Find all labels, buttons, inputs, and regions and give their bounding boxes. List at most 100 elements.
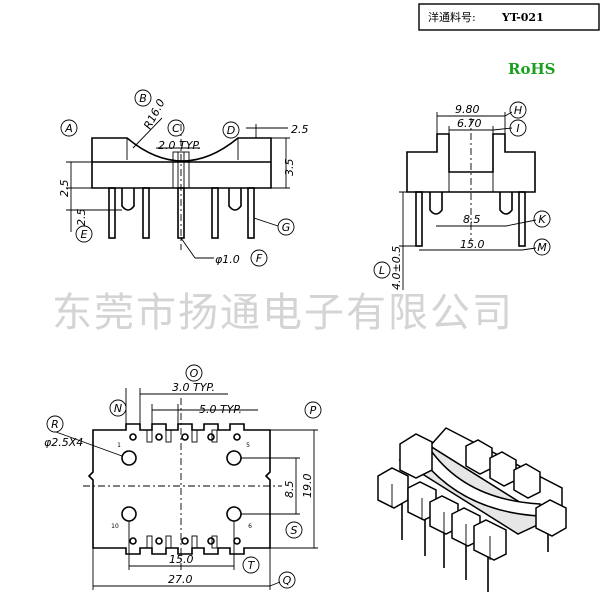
large-hole-3 xyxy=(121,506,137,522)
pin-hole-3 xyxy=(181,433,189,441)
bottom-notch-1 xyxy=(146,429,153,443)
outer-width-label: 9.80 xyxy=(455,103,480,116)
pin-length-label: 4.0±0.5 xyxy=(390,246,403,290)
pin-number-1: 1 xyxy=(117,442,121,449)
pin-hole-7 xyxy=(155,537,163,545)
svg-text:A: A xyxy=(64,122,73,135)
svg-text:I: I xyxy=(516,122,519,135)
callout-g: G xyxy=(277,218,295,236)
pin-spacing-label: 8.5 xyxy=(463,213,481,226)
callout-k: K xyxy=(533,210,551,228)
part-label: 洋通料号: xyxy=(428,10,476,24)
callout-t: T xyxy=(242,556,260,574)
side-left-peg xyxy=(429,192,443,215)
left-upper-label: 2.5 xyxy=(58,180,71,198)
rohs-mark: RoHS xyxy=(508,60,555,78)
svg-text:P: P xyxy=(310,404,317,417)
front-body-outline xyxy=(91,137,272,189)
width-label: 27.0 xyxy=(168,573,193,586)
svg-text:R: R xyxy=(51,418,59,431)
callout-b: B xyxy=(134,89,152,107)
pin-hole-4 xyxy=(207,433,215,441)
pin-number-6: 6 xyxy=(248,523,252,530)
large-hole-2 xyxy=(226,450,242,466)
iso-right-flange xyxy=(535,499,567,537)
isometric-view xyxy=(377,427,567,592)
iso-front-block-1 xyxy=(377,467,409,509)
side-right-peg xyxy=(499,192,513,215)
pin-hole-8 xyxy=(181,537,189,545)
pin-number-5: 5 xyxy=(246,442,250,449)
pin-hole-5 xyxy=(233,433,241,441)
front-pin-leader xyxy=(180,237,196,259)
hole-label: φ2.5X4 xyxy=(44,436,83,449)
left-lower-label: 2.5 xyxy=(75,209,88,227)
bottom-notch-5 xyxy=(146,535,153,549)
front-right-peg xyxy=(228,188,242,211)
svg-text:O: O xyxy=(190,367,199,380)
top-step-label: 2.5 xyxy=(291,123,309,136)
svg-text:L: L xyxy=(379,264,385,277)
front-pin-5 xyxy=(247,187,255,239)
height-label: 19.0 xyxy=(301,474,314,499)
side-k-leader xyxy=(505,219,537,227)
svg-text:D: D xyxy=(227,124,235,137)
part-number: YT-021 xyxy=(501,11,544,24)
pin-hole-10 xyxy=(233,537,241,545)
svg-text:T: T xyxy=(248,559,256,572)
front-left-peg xyxy=(121,188,135,211)
callout-a: A xyxy=(60,119,78,137)
svg-text:K: K xyxy=(538,213,546,226)
bottom-q-leader xyxy=(269,581,281,587)
callout-h: H xyxy=(509,101,527,119)
bottom-notch-7 xyxy=(191,535,198,549)
side-pin-left xyxy=(415,191,423,247)
side-pin-right xyxy=(518,191,526,247)
svg-text:F: F xyxy=(256,252,263,265)
svg-text:E: E xyxy=(81,228,88,241)
bottom-view: 1 5 10 6 3.0 TYP. 5.0 TYP. φ2.5X4 8.5 xyxy=(44,364,322,590)
slot-label: 2.0 TYP. xyxy=(158,139,201,152)
callout-s: S xyxy=(285,521,303,539)
iso-back-block-3 xyxy=(513,463,541,499)
callout-o: O xyxy=(185,364,203,382)
svg-text:M: M xyxy=(537,241,547,254)
slot-width-label: 3.0 TYP. xyxy=(172,381,215,394)
bottom-notch-3 xyxy=(191,429,198,443)
flange-height-label: 3.5 xyxy=(283,159,296,177)
bottom-notch-6 xyxy=(165,535,172,549)
front-pin-1 xyxy=(108,187,116,239)
front-g-leader xyxy=(253,217,279,227)
large-hole-4 xyxy=(226,506,242,522)
callout-f: F xyxy=(250,249,268,267)
side-i-leader xyxy=(492,127,513,131)
callout-r: R xyxy=(46,415,64,433)
base-width-label: 15.0 xyxy=(460,238,485,251)
pin-hole-9 xyxy=(207,537,215,545)
bottom-notch-8 xyxy=(211,535,218,549)
front-pin-2 xyxy=(142,187,150,239)
front-radius-leader xyxy=(132,117,163,149)
svg-text:N: N xyxy=(114,402,122,415)
svg-text:S: S xyxy=(291,524,298,537)
svg-text:C: C xyxy=(172,122,180,135)
pin-diameter-label: φ1.0 xyxy=(215,253,240,266)
pin-hole-1 xyxy=(129,433,137,441)
pin-hole-6 xyxy=(129,537,137,545)
header: 洋通料号: YT-021 RoHS xyxy=(418,3,600,78)
company-watermark: 东莞市扬通电子有限公司 xyxy=(52,290,514,336)
hole-spacing-v-label: 8.5 xyxy=(283,481,296,499)
callout-p: P xyxy=(304,401,322,419)
large-hole-1 xyxy=(121,450,137,466)
svg-text:H: H xyxy=(514,104,522,117)
callout-q: Q xyxy=(278,571,296,589)
hole-spacing-h-label: 15.0 xyxy=(169,553,194,566)
bottom-notch-2 xyxy=(165,429,172,443)
side-view: 9.80 6.70 8.5 15.0 4.0±0.5 H I K M L xyxy=(373,101,551,290)
callout-m: M xyxy=(533,238,551,256)
iso-back-block-2 xyxy=(489,451,517,487)
front-pin-4 xyxy=(211,187,219,239)
bottom-notch-4 xyxy=(211,429,218,443)
front-step-lines xyxy=(126,138,239,160)
